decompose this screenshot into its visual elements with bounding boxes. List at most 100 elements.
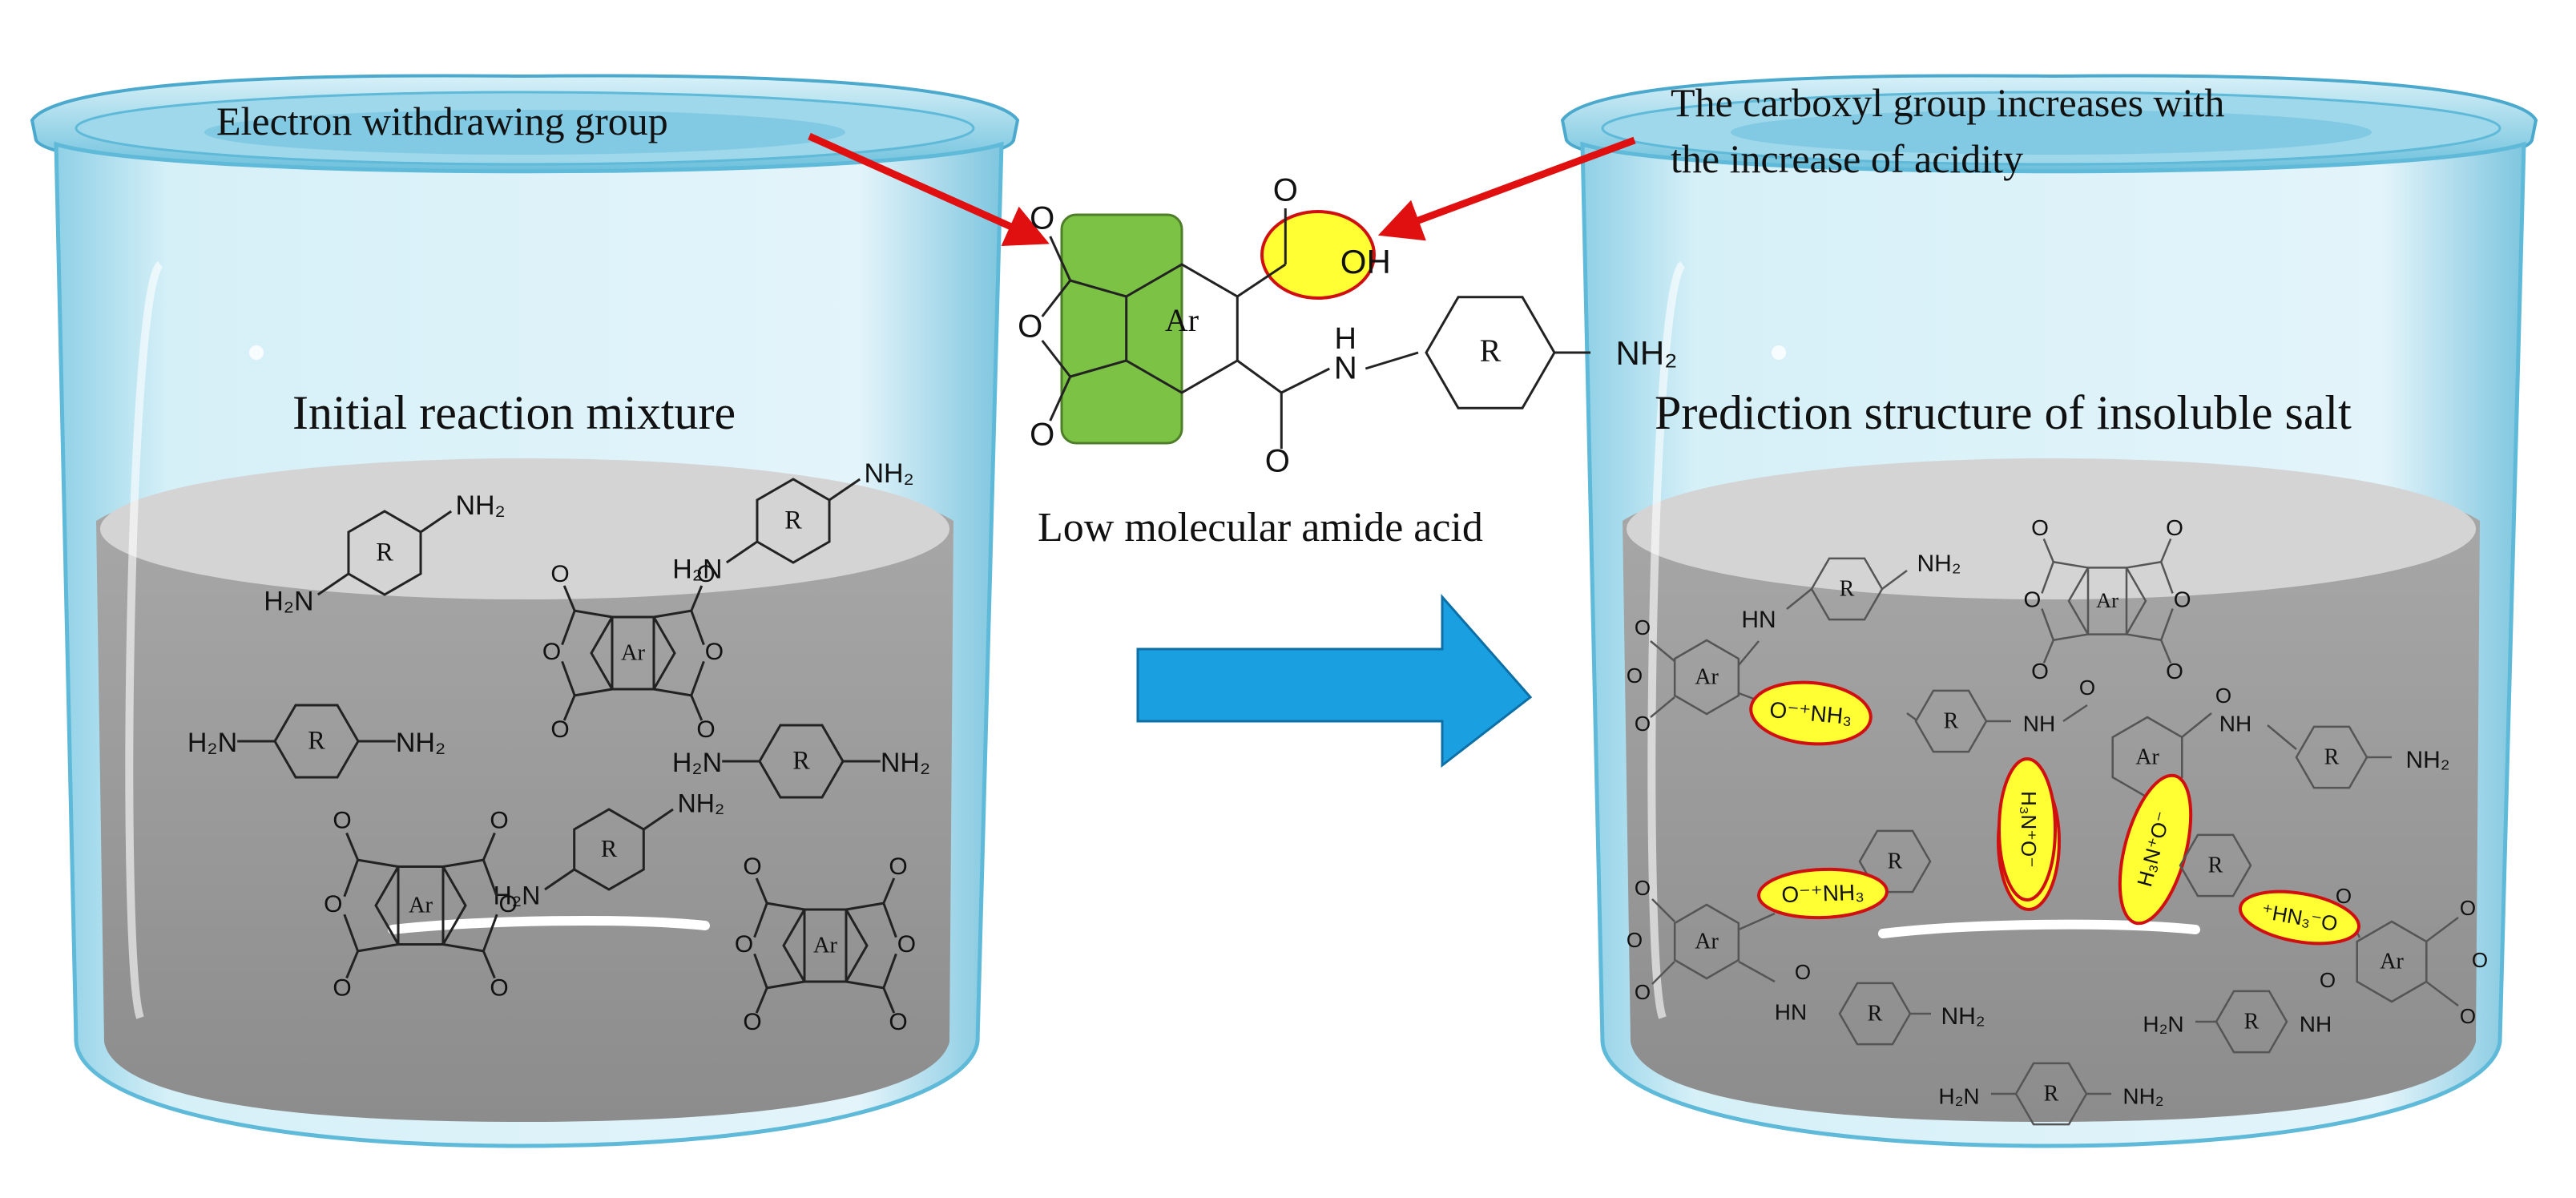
- amine-group: NH₂: [2406, 747, 2450, 773]
- bond: [1049, 236, 1072, 281]
- oxygen: O: [1635, 876, 1651, 900]
- oxygen: O: [743, 853, 761, 880]
- amide-nh: NH: [2300, 1011, 2332, 1036]
- bond: [562, 695, 576, 721]
- bond: [2041, 561, 2054, 594]
- oxygen: O: [2031, 659, 2049, 684]
- amine-group: NH₂: [455, 490, 505, 521]
- oxygen: O: [550, 716, 569, 743]
- bond: [2181, 712, 2212, 738]
- bond: [1906, 712, 1917, 721]
- left-beaker-title: Initial reaction mixture: [292, 386, 736, 439]
- ring-ar-label: Ar: [813, 934, 838, 958]
- bond: [766, 902, 805, 911]
- bond: [755, 987, 768, 1014]
- bond: [1881, 569, 1908, 591]
- amine-group: NH₂: [2122, 1083, 2163, 1108]
- amide-nh: NH: [2023, 711, 2055, 736]
- ring: [2179, 833, 2252, 897]
- bond: [882, 987, 896, 1014]
- salt-bubble: [2238, 889, 2361, 946]
- salt-bubble: [1749, 680, 1873, 746]
- bond: [643, 808, 674, 831]
- bond: [882, 877, 896, 904]
- oxygen: O: [2215, 684, 2231, 708]
- right-arrow-icon: [1136, 594, 1533, 768]
- ring-r-label: R: [1840, 576, 1855, 601]
- ring: [1858, 829, 1932, 893]
- oxygen: O: [499, 891, 518, 918]
- bond: [357, 858, 399, 868]
- carboxyl-note-line2: the increase of acidity: [1671, 136, 2023, 181]
- oxygen: O: [490, 974, 508, 1001]
- bond: [1738, 960, 1776, 983]
- oxygen: O: [333, 974, 351, 1001]
- amine-group: H₂N: [1938, 1083, 1979, 1108]
- oxygen: O: [542, 639, 561, 665]
- bond: [653, 609, 692, 619]
- bond: [2126, 560, 2162, 569]
- bond: [1041, 340, 1071, 377]
- amine-group: H₂N: [494, 881, 541, 910]
- bond: [442, 858, 484, 868]
- red-pointer-arrow-icon: [808, 132, 1050, 246]
- amine-group: H₂N: [264, 586, 313, 616]
- oxygen: O: [2472, 948, 2488, 972]
- oxygen: O: [1273, 173, 1298, 208]
- bond: [1786, 588, 1812, 610]
- bond: [482, 859, 498, 897]
- amine-group: H₂N: [2143, 1011, 2183, 1036]
- amine-group: NH₂: [1917, 551, 1961, 577]
- ring-r-label: R: [1480, 333, 1502, 369]
- bond: [1738, 912, 1776, 931]
- bond: [1365, 351, 1419, 370]
- oxygen: O: [1635, 980, 1651, 1004]
- oxygen: O: [2079, 676, 2095, 700]
- ring-ar-label: Ar: [1695, 664, 1719, 689]
- oxygen: O: [1635, 712, 1651, 736]
- oxygen: O: [1795, 960, 1811, 984]
- red-pointer-arrow-icon: [1377, 136, 1636, 241]
- salt-label: O⁻⁺NH₃: [1781, 880, 1864, 908]
- bond: [2160, 538, 2172, 563]
- oxygen: O: [490, 807, 508, 833]
- amine-group: NH₂: [396, 728, 445, 758]
- ring: [1838, 982, 1912, 1046]
- oxygen: O: [2460, 1004, 2476, 1028]
- bond: [2160, 561, 2174, 594]
- anhydride-highlight: [1060, 213, 1183, 445]
- bond: [766, 980, 805, 990]
- bond: [753, 953, 768, 989]
- bond: [1070, 359, 1127, 378]
- oxygen: O: [1030, 201, 1054, 236]
- ring: [1673, 639, 1740, 716]
- bond: [1041, 280, 1071, 317]
- amine-group: H₂N: [672, 554, 722, 584]
- amide-nh: HN: [1741, 607, 1776, 633]
- bond: [828, 478, 861, 502]
- bond: [2053, 560, 2089, 569]
- bond: [343, 859, 360, 897]
- ring-r-label: R: [308, 725, 325, 754]
- hydroxyl: OH: [1340, 243, 1391, 280]
- bond: [482, 832, 496, 861]
- oxygen: O: [2166, 659, 2183, 684]
- oxygen: O: [1627, 928, 1643, 952]
- bond: [1049, 376, 1072, 422]
- ring: [1425, 296, 1556, 409]
- oxygen: O: [1635, 615, 1651, 639]
- bond: [1236, 359, 1283, 394]
- oxygen: O: [2031, 515, 2049, 540]
- bond: [561, 660, 576, 696]
- amine-group: NH₂: [864, 458, 913, 489]
- ring-r-label: R: [2324, 744, 2340, 769]
